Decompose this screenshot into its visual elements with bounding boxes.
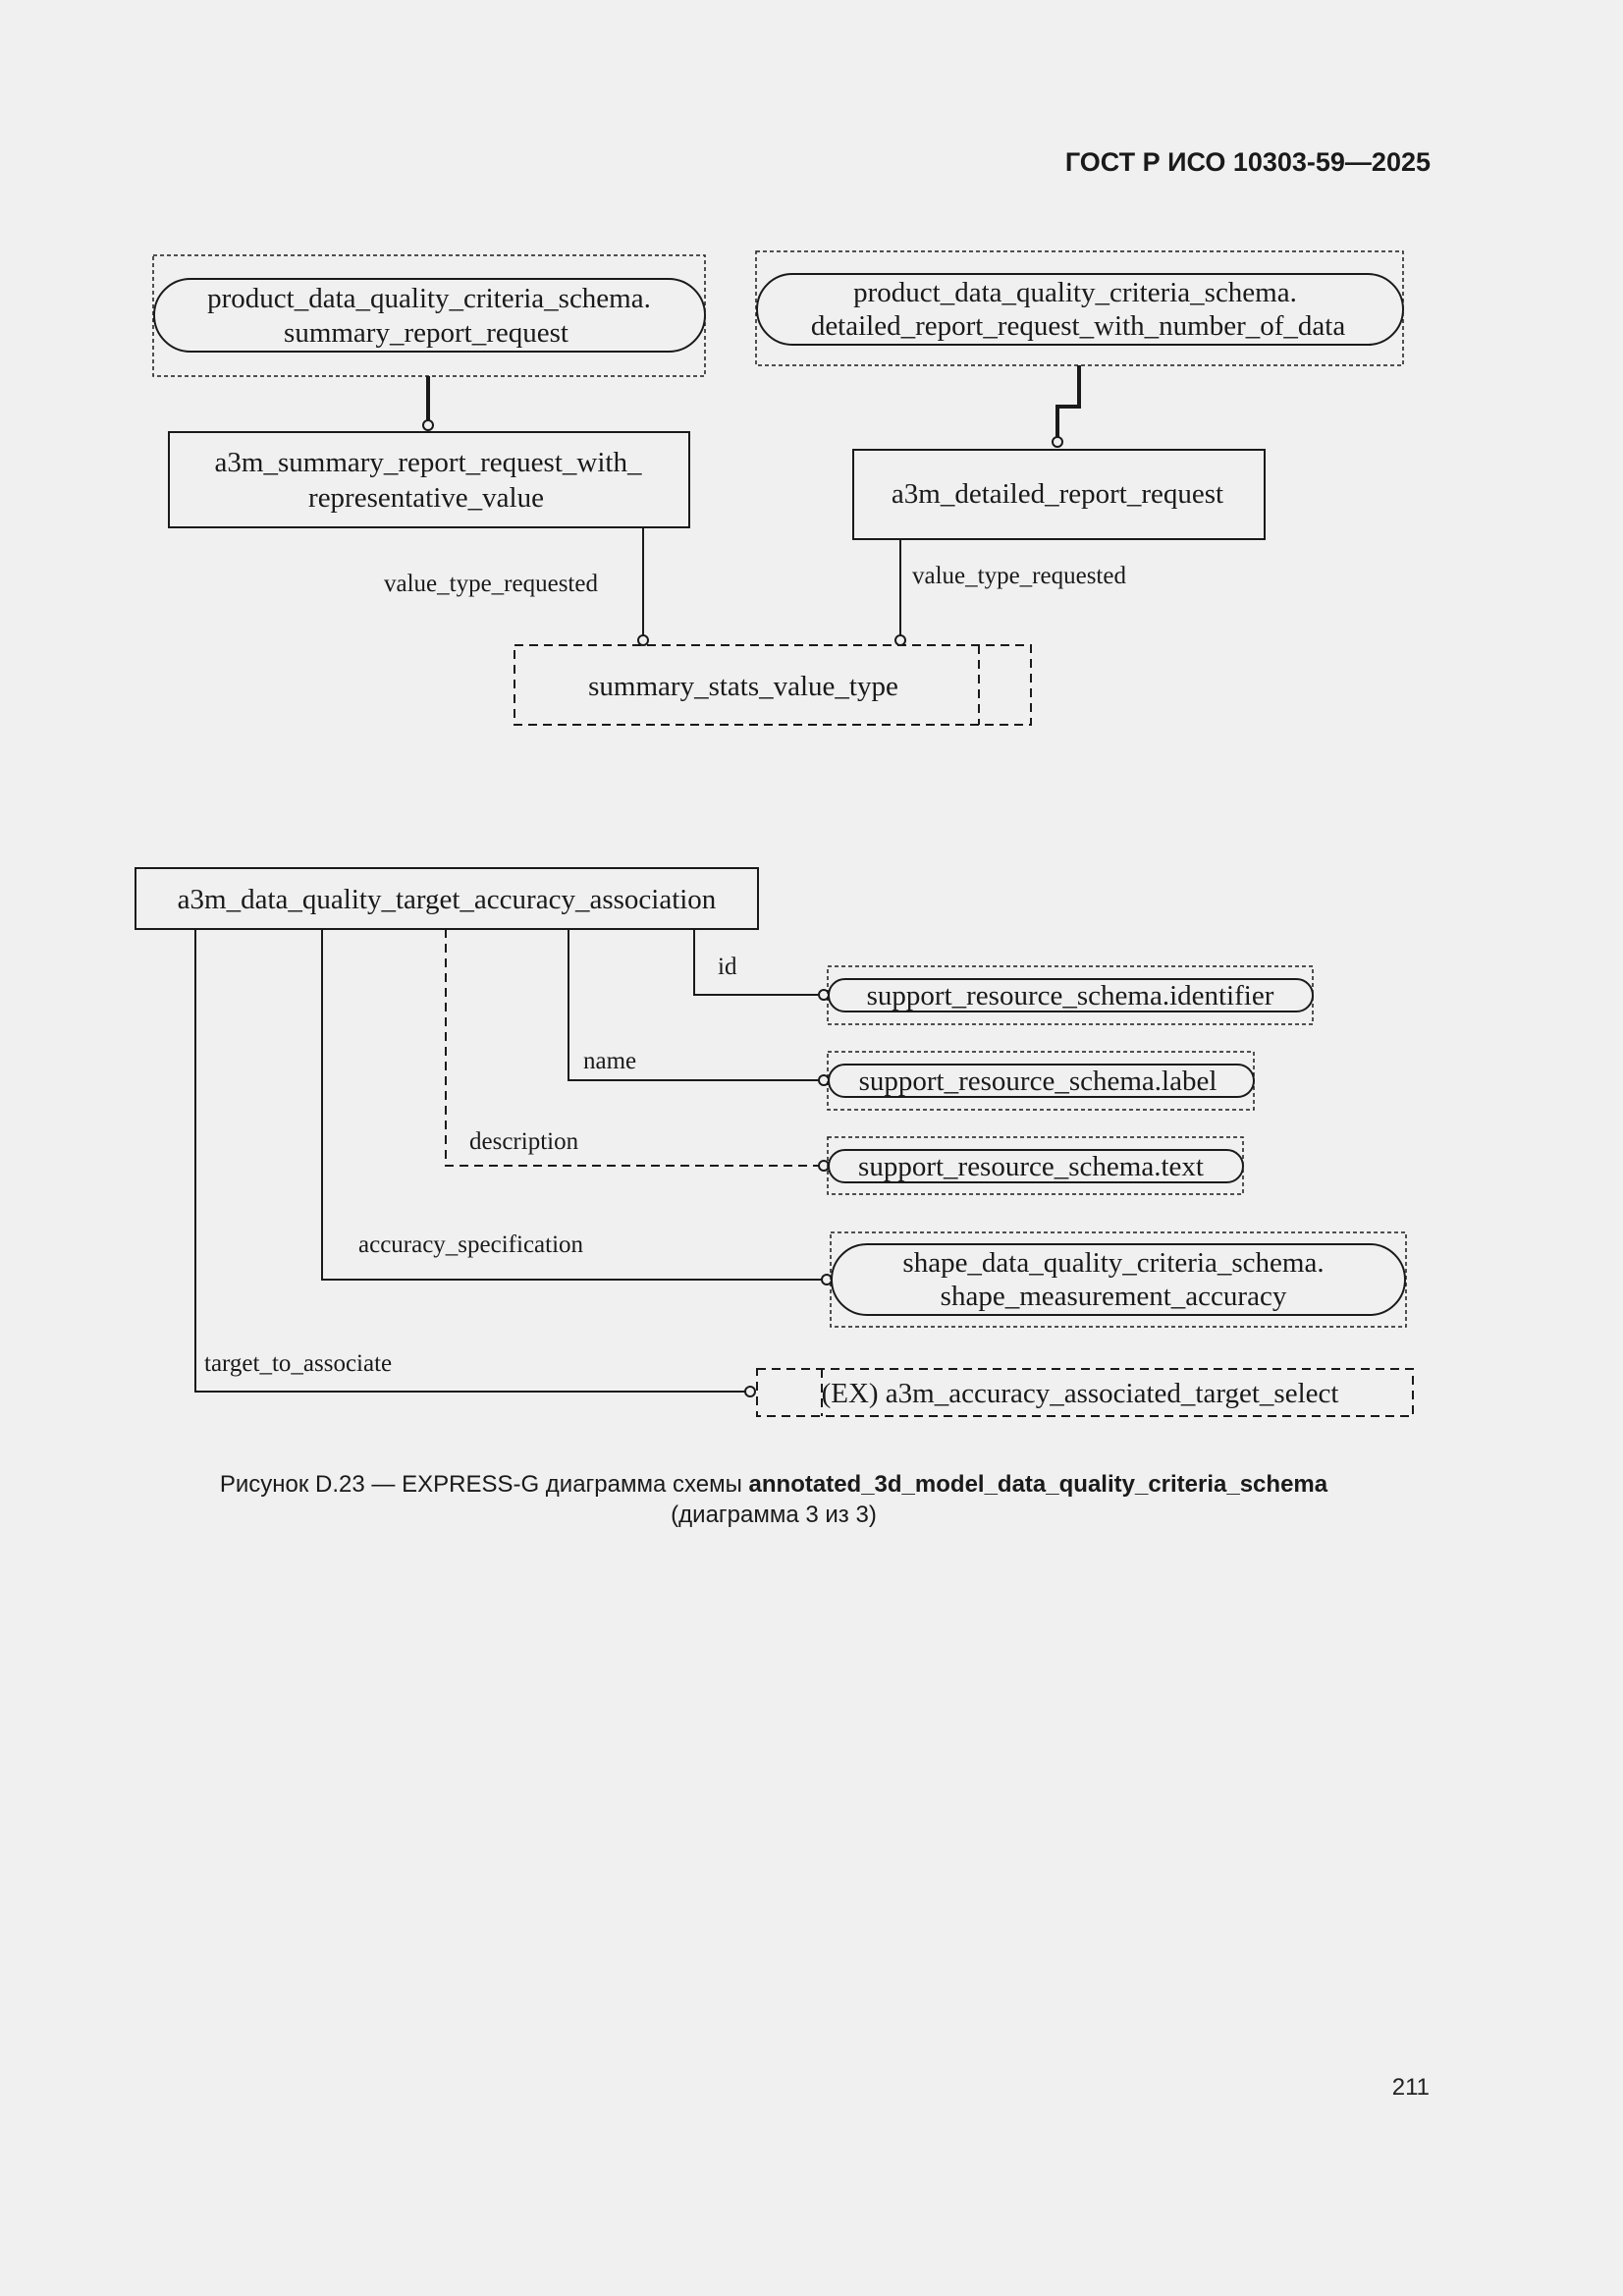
- type-summary-stats-label: summary_stats_value_type: [588, 671, 898, 702]
- select-box: [756, 1368, 1414, 1417]
- attr-label-description: description: [469, 1128, 579, 1155]
- ref-text-box: [827, 1136, 1244, 1195]
- attr-circle-left: [637, 634, 649, 646]
- page-number: 211: [1391, 2074, 1430, 2101]
- subtype-circle-right: [1052, 436, 1063, 448]
- entity-summary-line1: a3m_summary_report_request_with_: [215, 447, 642, 478]
- attr-label-right: value_type_requested: [912, 563, 1126, 589]
- ref-detailed-line1: product_data_quality_criteria_schema.: [853, 277, 1297, 308]
- attr-label-target: target_to_associate: [204, 1350, 392, 1377]
- attr-line-accuracy: [321, 929, 822, 1281]
- attr-label-id: id: [718, 954, 737, 980]
- ref-detailed-report-request: [755, 250, 1404, 366]
- caption-line2: (диаграмма 3 из 3): [671, 1502, 877, 1528]
- entity-detailed-label: a3m_detailed_report_request: [892, 478, 1223, 510]
- entity-detailed-box: [852, 449, 1266, 540]
- ref-shape-line1: shape_data_quality_criteria_schema.: [902, 1247, 1324, 1279]
- ref-summary-line1: product_data_quality_criteria_schema.: [207, 283, 651, 314]
- attr-line-name: [568, 929, 819, 1081]
- document-header: ГОСТ Р ИСО 10303-59—2025: [1064, 147, 1431, 177]
- entity-summary-line2: representative_value: [308, 482, 544, 514]
- attr-line-id: [693, 929, 819, 996]
- entity-summary-box: [168, 431, 690, 528]
- ref-label-label: support_resource_schema.label: [859, 1066, 1217, 1097]
- attr-label-name: name: [583, 1048, 636, 1074]
- entity-main-label: a3m_data_quality_target_accuracy_associa…: [178, 884, 717, 915]
- caption-prefix: Рисунок D.23 — EXPRESS-G диаграмма схемы: [219, 1471, 742, 1498]
- select-label: (EX) a3m_accuracy_associated_target_sele…: [822, 1378, 1339, 1409]
- ref-summary-line2: summary_report_request: [284, 317, 568, 349]
- subtype-circle-left: [422, 419, 434, 431]
- type-summary-stats-box: [514, 644, 1032, 726]
- ref-summary-report-request: [152, 254, 706, 377]
- express-g-diagram: product_data_quality_criteria_schema. su…: [135, 250, 1414, 1417]
- ref-detailed-line2: detailed_report_request_with_number_of_d…: [811, 310, 1346, 342]
- ref-identifier-box: [827, 965, 1314, 1025]
- ref-identifier-label: support_resource_schema.identifier: [867, 980, 1274, 1011]
- attr-circle-right: [894, 634, 906, 646]
- caption-line1: Рисунок D.23 — EXPRESS-G диаграмма схемы…: [0, 1469, 1547, 1500]
- ref-text-label: support_resource_schema.text: [858, 1151, 1204, 1182]
- figure-caption: Рисунок D.23 — EXPRESS-G диаграмма схемы…: [0, 1469, 1547, 1530]
- subtype-line-right: [1055, 365, 1081, 437]
- attr-line-description: [445, 929, 819, 1167]
- attr-label-accuracy: accuracy_specification: [358, 1231, 584, 1258]
- attr-line-target: [194, 929, 745, 1393]
- caption-schema-name: annotated_3d_model_data_quality_criteria…: [748, 1471, 1328, 1498]
- ref-label-box: [827, 1051, 1255, 1111]
- ref-shape-accuracy-box: [830, 1231, 1407, 1328]
- ref-shape-line2: shape_measurement_accuracy: [941, 1281, 1287, 1312]
- attr-label-left: value_type_requested: [384, 571, 598, 597]
